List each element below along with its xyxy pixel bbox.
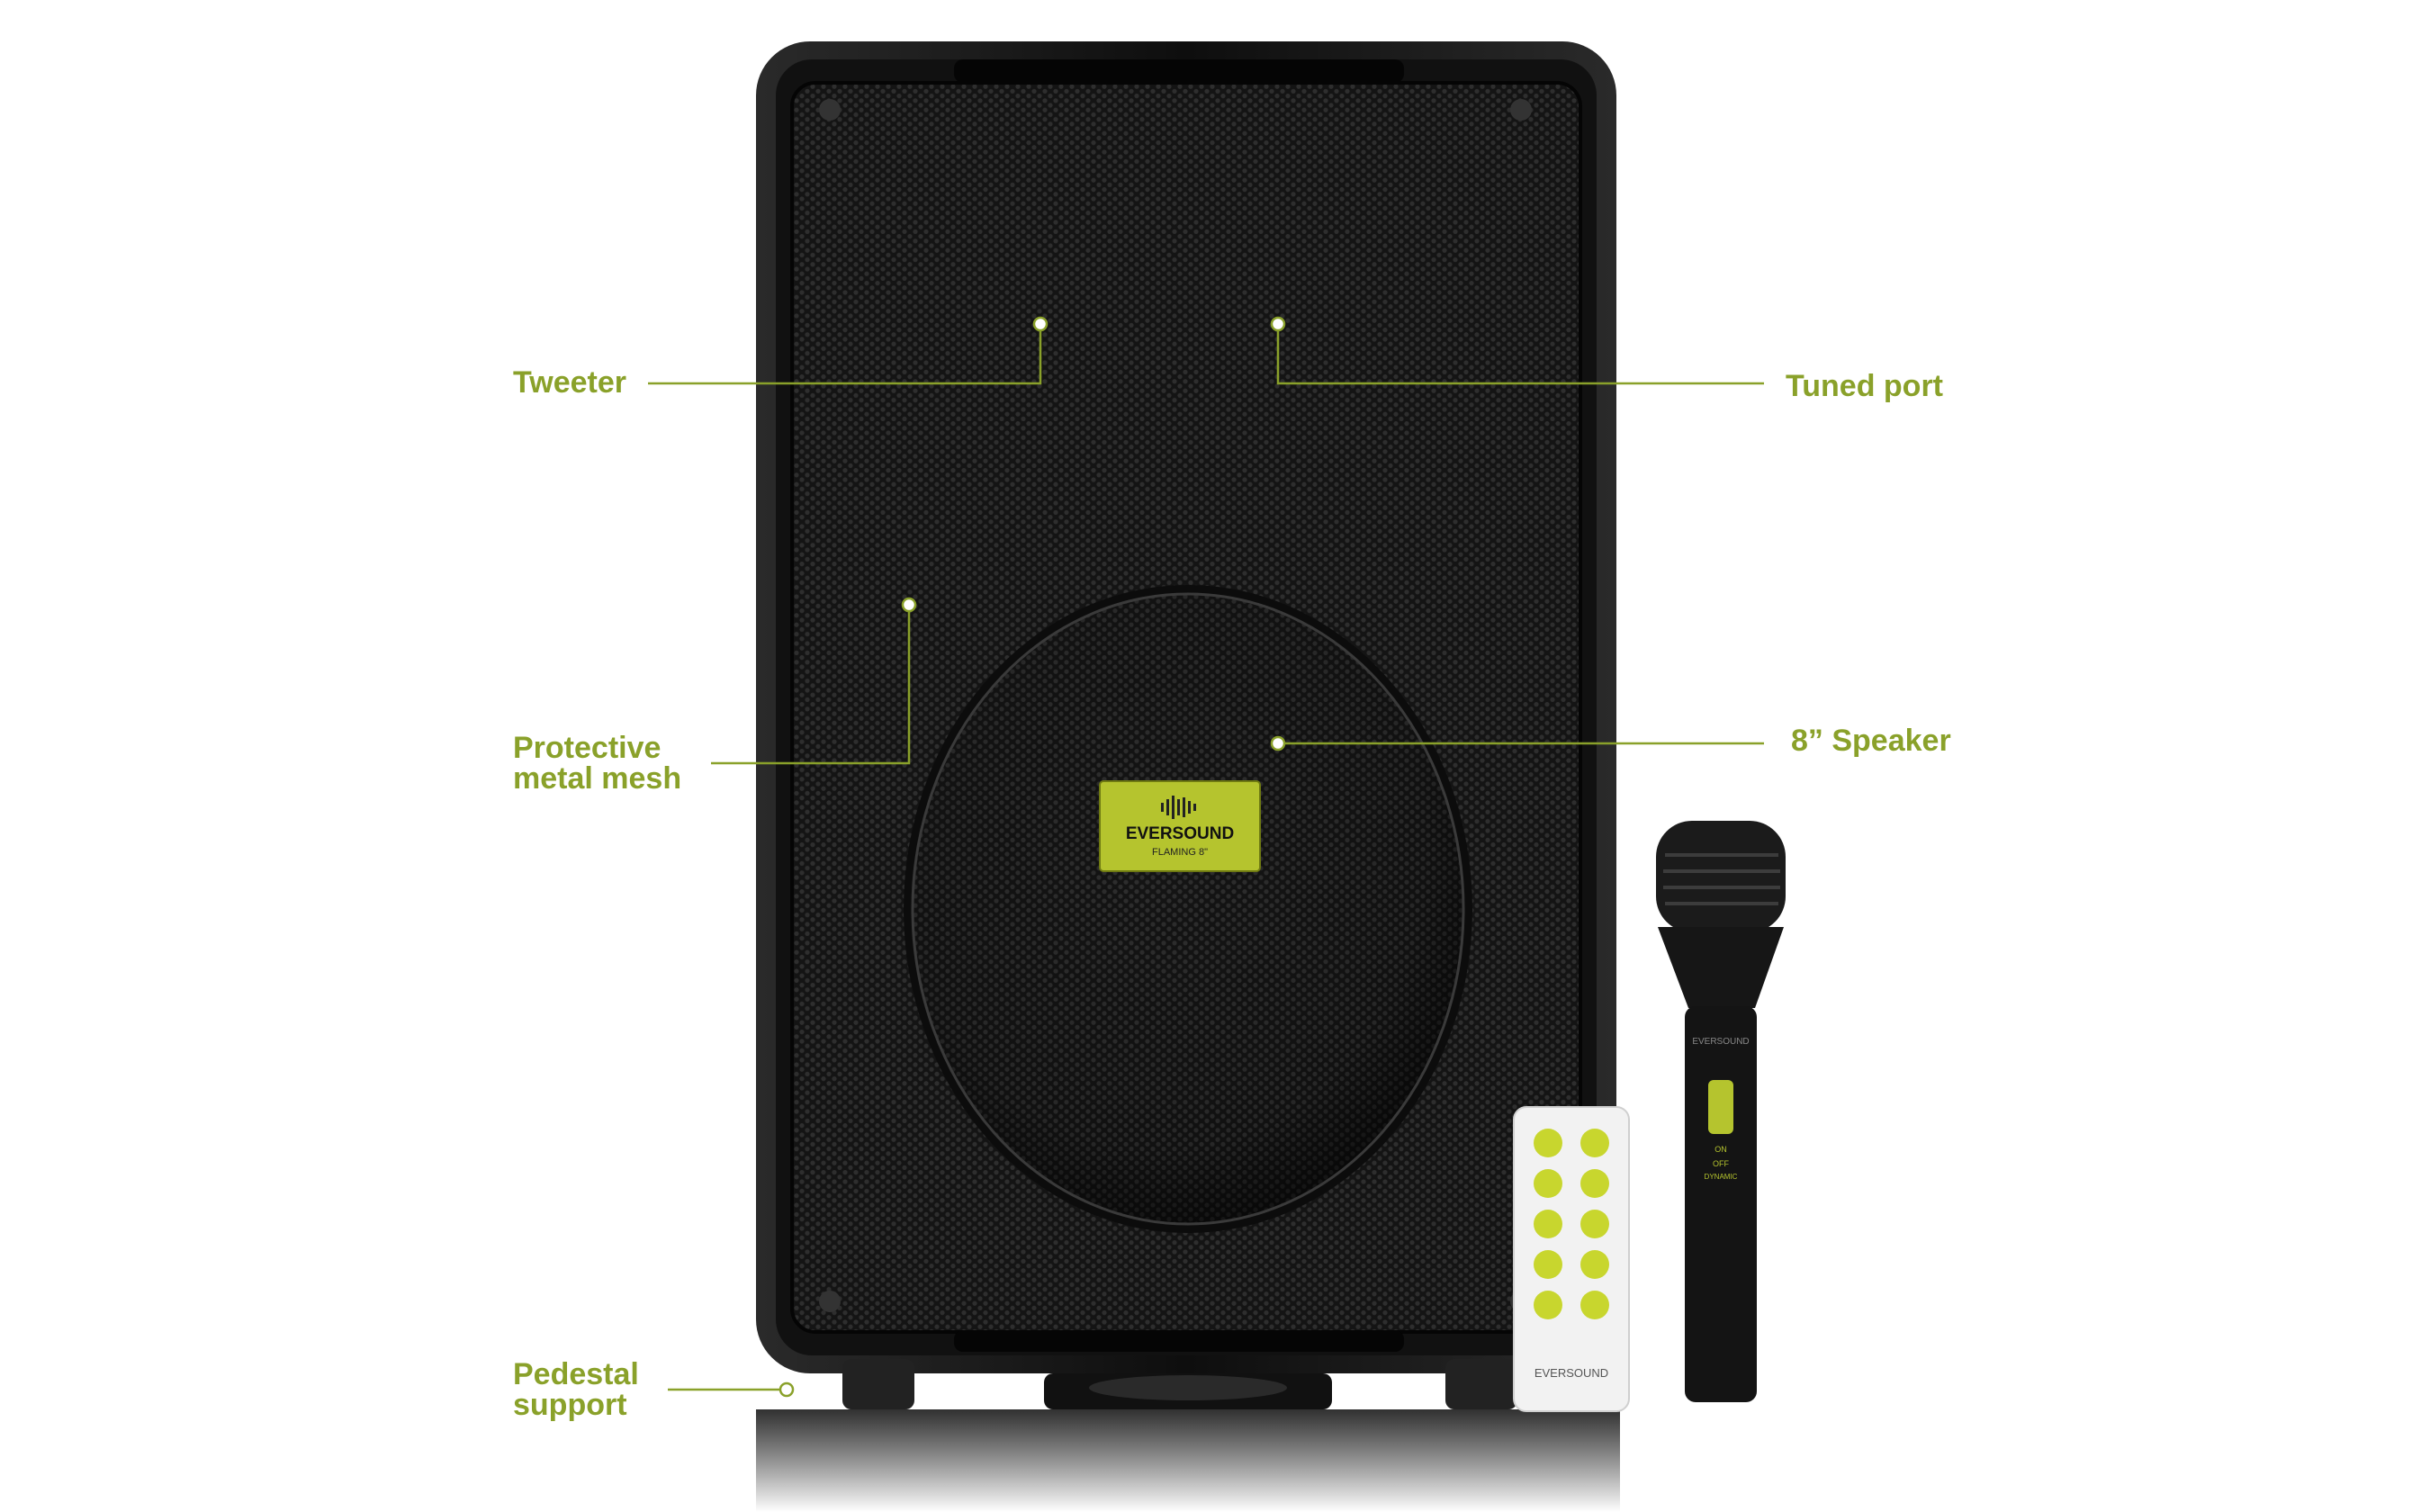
mode-icon — [1580, 1129, 1609, 1157]
soundwave-logo-icon — [1161, 796, 1196, 819]
mic-switch-off-text: OFF — [1713, 1159, 1729, 1168]
mic-switch-on-text: ON — [1714, 1145, 1727, 1154]
repeat-icon — [1534, 1291, 1562, 1319]
mute-icon — [1580, 1169, 1609, 1198]
callout-line-tweeter — [648, 324, 1042, 385]
callout-protective-mesh: Protective metal mesh — [513, 733, 681, 794]
callout-speaker-text: 8” Speaker — [1791, 724, 1951, 758]
remote-control: EVERSOUND — [1513, 1106, 1630, 1412]
mic-on-off-switch — [1708, 1080, 1733, 1134]
mic-brand-text: EVERSOUND — [1692, 1037, 1749, 1047]
callout-speaker: 8” Speaker — [1791, 725, 1951, 756]
screw-icon — [819, 1291, 841, 1312]
callout-pedestal-line2: support — [513, 1388, 627, 1422]
callout-tweeter: Tweeter — [513, 367, 626, 398]
eq-icon — [1580, 1291, 1609, 1319]
brand-badge: EVERSOUND FLAMING 8" — [1099, 780, 1261, 872]
microphone: EVERSOUND ON OFF DYNAMIC — [1656, 821, 1786, 1402]
screw-icon — [1510, 99, 1532, 121]
remote-brand-text: EVERSOUND — [1534, 1366, 1608, 1380]
callout-tuned-port-text: Tuned port — [1786, 369, 1943, 403]
badge-brand-text: EVERSOUND — [1126, 824, 1234, 843]
callout-mesh-line2: metal mesh — [513, 761, 682, 796]
screw-icon — [819, 99, 841, 121]
next-icon — [1580, 1210, 1609, 1238]
callout-tweeter-text: Tweeter — [513, 365, 626, 400]
callout-line-tuned-port — [1276, 324, 1764, 385]
woofer-8-inch — [904, 585, 1472, 1233]
callout-tuned-port: Tuned port — [1786, 371, 1943, 401]
vol-up-icon — [1580, 1250, 1609, 1279]
power-icon — [1534, 1129, 1562, 1157]
callout-mesh-line1: Protective — [513, 731, 662, 765]
mic-type-text: DYNAMIC — [1705, 1173, 1738, 1181]
callout-line-mesh — [711, 605, 911, 765]
badge-model-text: FLAMING 8" — [1152, 847, 1208, 858]
play-icon — [1534, 1210, 1562, 1238]
pedestal-support — [756, 1359, 1620, 1512]
prev-icon — [1534, 1169, 1562, 1198]
callout-pedestal: Pedestal support — [513, 1359, 639, 1420]
callout-lines — [648, 316, 1764, 1398]
vol-down-icon — [1534, 1250, 1562, 1279]
callout-pedestal-line1: Pedestal — [513, 1357, 639, 1391]
